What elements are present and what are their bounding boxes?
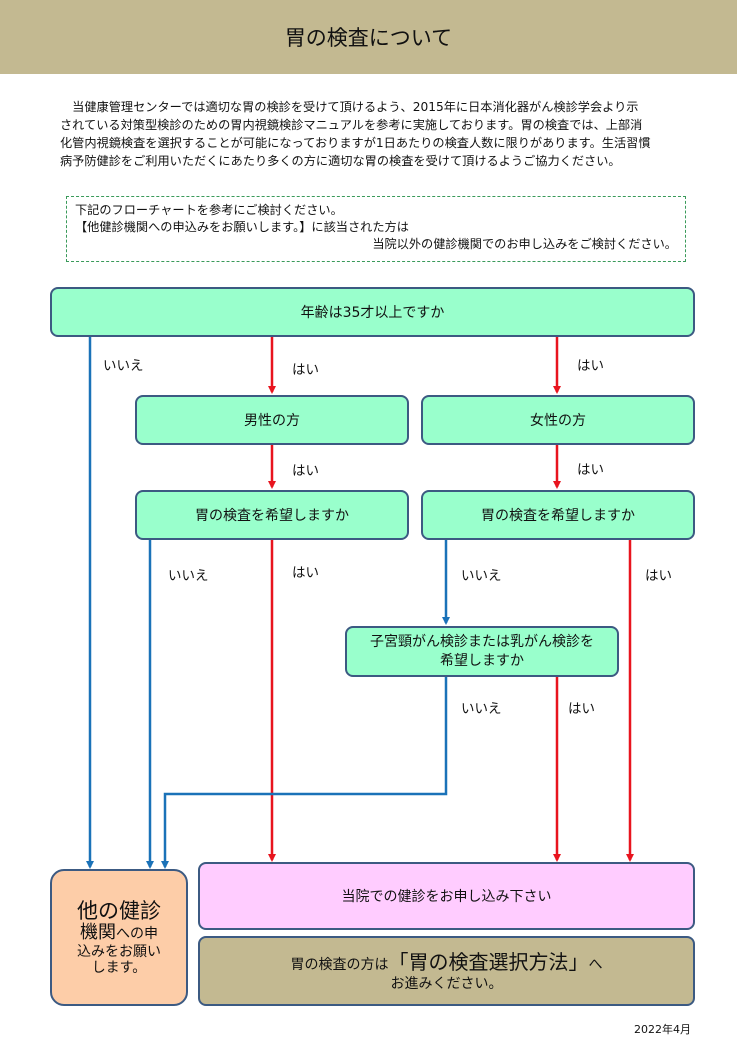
question-cancer-line: 希望しますか bbox=[440, 652, 524, 669]
label-no: いいえ bbox=[168, 568, 209, 584]
question-stomach-male: 胃の検査を希望しますか bbox=[135, 490, 409, 540]
stomach-select-pre: 胃の検査の方は bbox=[290, 956, 389, 973]
intro-text: 当健康管理センターでは適切な胃の検診を受けて頂けるよう、2015年に日本消化器が… bbox=[60, 98, 688, 170]
question-age-label: 年齢は35才以上ですか bbox=[300, 305, 445, 321]
other-facility-small: します。 bbox=[91, 959, 147, 976]
label-yes: はい bbox=[292, 362, 319, 378]
male-label: 男性の方 bbox=[244, 413, 300, 429]
question-stomach-male-label: 胃の検査を希望しますか bbox=[195, 508, 349, 524]
intro-line: 当健康管理センターでは適切な胃の検診を受けて頂けるよう、2015年に日本消化器が… bbox=[60, 100, 639, 114]
label-no: いいえ bbox=[103, 358, 144, 374]
notice-box: 下記のフローチャートを参考にご検討ください。 【他健診機関への申込みをお願いしま… bbox=[66, 196, 686, 262]
other-facility-small: 込みをお願い bbox=[77, 943, 161, 960]
notice-line: 下記のフローチャートを参考にご検討ください。 bbox=[75, 203, 343, 217]
notice-line: 当院以外の健診機関でのお申し込みをご検討ください。 bbox=[372, 237, 677, 251]
label-yes: はい bbox=[568, 701, 595, 717]
page-title: 胃の検査について bbox=[284, 26, 453, 50]
intro-line: 病予防健診をご利用いただくにあたり多くの方に適切な胃の検査を受けて頂けるようご協… bbox=[60, 154, 621, 168]
other-facility-mid: 機関 bbox=[80, 922, 116, 944]
label-yes: はい bbox=[292, 463, 319, 479]
question-cancer-line: 子宮頸がん検診または乳がん検診を bbox=[370, 633, 594, 650]
notice-line: 【他健診機関への申込みをお願いします。】に該当された方は bbox=[75, 220, 409, 234]
arrow-cancer-no-to-other bbox=[161, 677, 448, 869]
other-facility-big: 他の健診 bbox=[77, 898, 161, 923]
label-yes: はい bbox=[292, 565, 319, 581]
question-age: 年齢は35才以上ですか bbox=[50, 287, 695, 337]
female-label: 女性の方 bbox=[530, 413, 586, 429]
label-no: いいえ bbox=[461, 568, 502, 584]
apply-here-label: 当院での健診をお申し込み下さい bbox=[341, 889, 552, 905]
female-box: 女性の方 bbox=[421, 395, 695, 445]
date-label: 2022年4月 bbox=[634, 1023, 691, 1036]
other-facility-box: 他の健診 機関への申 込みをお願い します。 bbox=[50, 869, 188, 1006]
page-header: 胃の検査について bbox=[0, 0, 737, 74]
intro-line: されている対策型検診のための胃内視鏡検診マニュアルを参考に実施しております。胃の… bbox=[60, 118, 643, 132]
label-no: いいえ bbox=[461, 701, 502, 717]
stomach-select-method: 「胃の検査選択方法」 bbox=[388, 949, 589, 974]
question-stomach-female: 胃の検査を希望しますか bbox=[421, 490, 695, 540]
other-facility-small: への申 bbox=[116, 926, 158, 943]
label-yes: はい bbox=[645, 568, 672, 584]
stomach-select-line1: 胃の検査の方は「胃の検査選択方法」へ bbox=[291, 949, 603, 975]
stomach-select-post: へ bbox=[588, 956, 603, 973]
stomach-select-line2: お進みください。 bbox=[390, 975, 503, 992]
label-yes: はい bbox=[577, 358, 604, 374]
male-box: 男性の方 bbox=[135, 395, 409, 445]
intro-line: 化管内視鏡検査を選択することが可能になっておりますが1日あたりの検査人数に限りが… bbox=[60, 136, 651, 150]
apply-here-box: 当院での健診をお申し込み下さい bbox=[198, 862, 695, 930]
question-stomach-female-label: 胃の検査を希望しますか bbox=[481, 508, 635, 524]
stomach-select-box: 胃の検査の方は「胃の検査選択方法」へ お進みください。 bbox=[198, 936, 695, 1006]
label-yes: はい bbox=[577, 462, 604, 478]
question-cancer: 子宮頸がん検診または乳がん検診を 希望しますか bbox=[345, 626, 619, 677]
